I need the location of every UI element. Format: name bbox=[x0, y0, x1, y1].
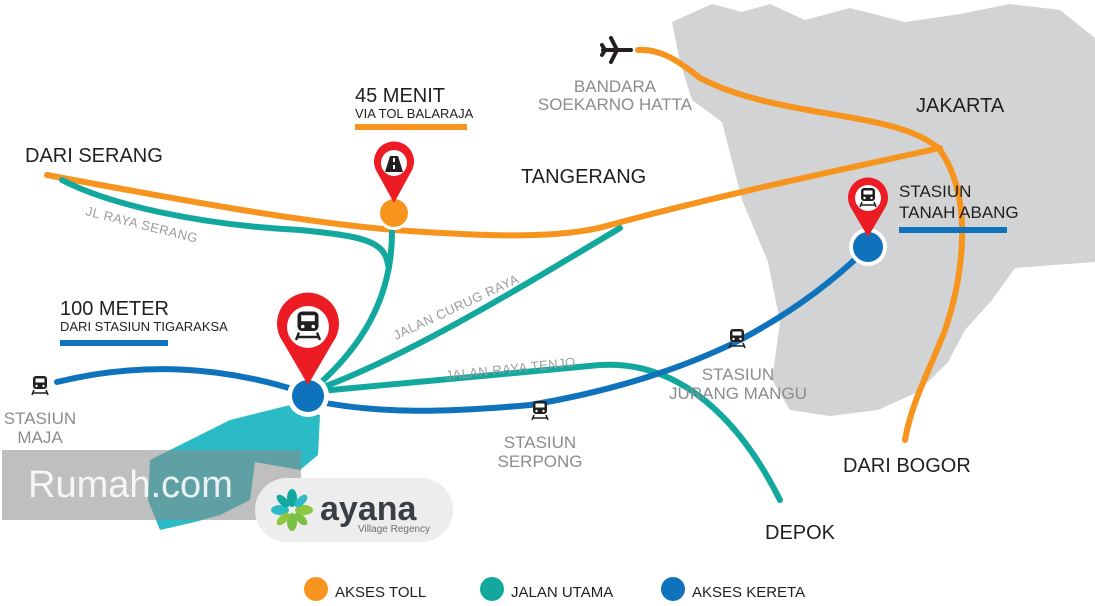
legend-label-rail: AKSES KERETA bbox=[692, 584, 805, 601]
label-jalan-raya-tenjo: JALAN RAYA TENJO bbox=[445, 354, 577, 383]
toll-road-airport-bogor bbox=[635, 46, 966, 443]
legend: AKSES TOLL JALAN UTAMA AKSES KERETA bbox=[304, 577, 805, 601]
label-dari-serang: DARI SERANG bbox=[25, 145, 163, 167]
label-stasiun-jurang-2: JURANG MANGU bbox=[669, 384, 807, 403]
watermark-text: Rumah.com bbox=[28, 464, 233, 506]
label-100-meter: 100 METER bbox=[60, 298, 169, 320]
toll-pin-icon bbox=[374, 141, 414, 203]
logo-subtitle: Village Regency bbox=[358, 524, 430, 535]
watermark-box bbox=[2, 450, 301, 520]
label-dari-tigaraksa: DARI STASIUN TIGARAKSA bbox=[60, 319, 228, 334]
tigaraksa-bar bbox=[60, 340, 168, 346]
tanah-abang-marker bbox=[853, 232, 883, 262]
toll-road-serang bbox=[44, 145, 943, 239]
airplane-icon bbox=[600, 36, 633, 64]
toll-gate-marker bbox=[380, 199, 408, 227]
label-stasiun-maja-2: MAJA bbox=[17, 428, 63, 447]
label-tangerang: TANGERANG bbox=[521, 166, 646, 188]
label-stasiun-maja-1: STASIUN bbox=[4, 409, 76, 428]
rail-lines bbox=[54, 244, 871, 414]
label-stasiun-serpong-1: STASIUN bbox=[504, 433, 576, 452]
label-via-tol: VIA TOL BALARAJA bbox=[355, 106, 474, 121]
label-depok: DEPOK bbox=[765, 522, 836, 544]
label-bandara: BANDARA bbox=[574, 77, 657, 96]
logo-name: ayana bbox=[320, 490, 417, 528]
label-jakarta: JAKARTA bbox=[916, 95, 1005, 117]
label-soekarno-hatta: SOEKARNO HATTA bbox=[538, 95, 693, 114]
legend-label-road: JALAN UTAMA bbox=[511, 584, 613, 601]
train-icon-maja bbox=[31, 375, 49, 396]
label-dari-bogor: DARI BOGOR bbox=[843, 455, 971, 477]
legend-swatch-road bbox=[480, 577, 504, 601]
label-45-menit: 45 MENIT bbox=[355, 85, 445, 107]
toll-highlight-bar bbox=[355, 124, 467, 130]
ayana-logo: ayana Village Regency bbox=[255, 478, 453, 542]
label-jalan-curug-raya: JALAN CURUG RAYA bbox=[391, 271, 521, 342]
main-roads bbox=[59, 177, 783, 503]
label-stasiun-tanah-abang-2: TANAH ABANG bbox=[899, 203, 1019, 222]
legend-label-toll: AKSES TOLL bbox=[335, 584, 426, 601]
flower-icon bbox=[271, 489, 313, 531]
tanah-abang-bar bbox=[899, 227, 1007, 233]
tanah-abang-pin-icon bbox=[848, 177, 888, 237]
tigaraksa-pin-icon bbox=[277, 292, 339, 385]
train-icon-serpong bbox=[531, 400, 549, 421]
legend-swatch-rail bbox=[661, 577, 685, 601]
label-stasiun-serpong-2: SERPONG bbox=[497, 452, 582, 471]
label-stasiun-jurang-1: STASIUN bbox=[702, 365, 774, 384]
legend-swatch-toll bbox=[304, 577, 328, 601]
tigaraksa-marker bbox=[292, 380, 324, 412]
label-stasiun-tanah-abang-1: STASIUN bbox=[899, 182, 971, 201]
